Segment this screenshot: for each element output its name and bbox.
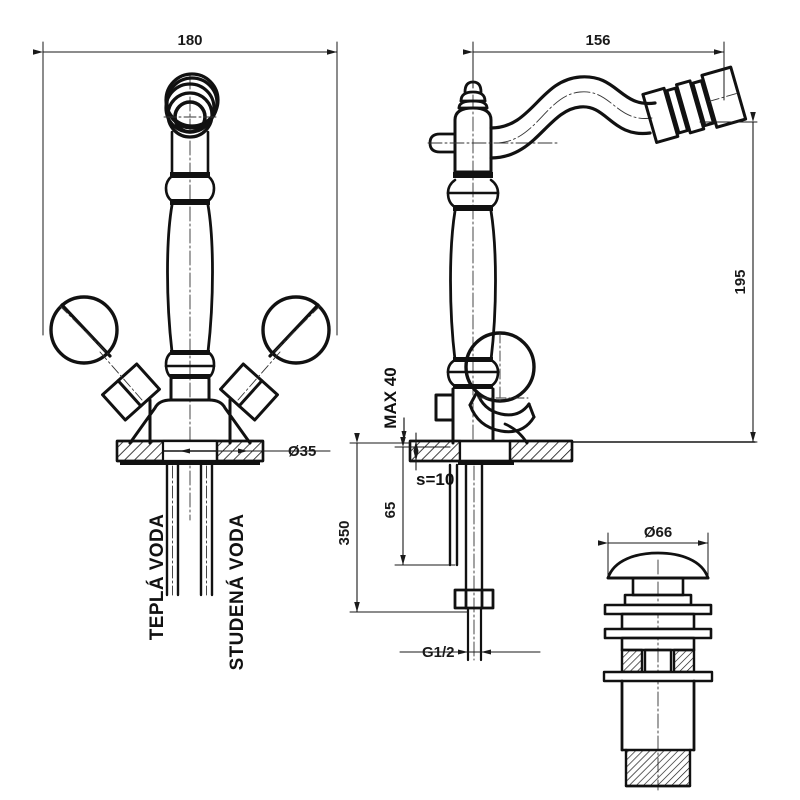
front-supply-hoses	[165, 463, 214, 597]
waste-drain-group	[598, 532, 714, 791]
side-flex-hose	[466, 606, 483, 662]
dim-spout-reach	[463, 41, 725, 101]
side-view-group	[349, 41, 758, 662]
dim-label-thread-size: G1/2	[422, 644, 455, 661]
dim-hose-length	[349, 433, 469, 613]
dim-label-plate-thickness: s=10	[416, 470, 454, 489]
front-neck-band-upper	[170, 172, 210, 178]
front-knob-right[interactable]	[261, 295, 331, 365]
side-shank-nut	[453, 588, 495, 610]
dim-waste-diameter	[598, 532, 709, 576]
side-spout-axis	[494, 91, 653, 144]
dim-overall-width	[33, 41, 338, 336]
dim-label-spout-reach: 156	[585, 32, 610, 49]
label-hot-water: TEPLÁ VODA	[146, 514, 168, 640]
front-neck-band-lower	[170, 199, 210, 205]
front-collar-band-1	[170, 350, 210, 355]
front-lower-collar	[164, 350, 216, 380]
front-hose-centerlines	[172, 465, 207, 596]
front-knob-left[interactable]	[49, 295, 119, 365]
side-upper-collar	[446, 178, 500, 209]
dim-label-waste-diameter: Ø66	[644, 524, 672, 541]
waste-thread-section	[602, 648, 714, 683]
dim-label-hose-length: 350	[336, 520, 353, 545]
front-view-group	[33, 41, 338, 597]
waste-flanges	[603, 593, 713, 652]
front-body-shoulders	[128, 398, 252, 445]
side-lower-band-1	[453, 357, 493, 362]
dim-hole-diameter	[179, 448, 331, 454]
side-collar-band	[453, 205, 493, 211]
waste-tube	[620, 679, 696, 752]
side-hub-band	[453, 172, 493, 178]
dim-label-overall-width: 180	[177, 32, 202, 49]
side-column-body	[449, 209, 497, 362]
label-cold-water: STUDENÁ VODA	[226, 514, 248, 671]
dim-spout-height	[574, 112, 758, 443]
side-shank	[448, 463, 484, 592]
side-spout-arm	[489, 75, 657, 160]
dim-label-shank-length: 65	[382, 502, 399, 519]
front-handle-right	[219, 295, 331, 422]
front-base-block	[169, 377, 211, 402]
dim-plate-thickness	[413, 432, 419, 471]
side-handle[interactable]	[464, 331, 536, 445]
front-spout-neck	[164, 130, 216, 203]
dim-shank-length	[394, 437, 456, 566]
front-column-body	[166, 203, 214, 354]
front-mounting-plate	[115, 439, 265, 465]
waste-bottom-thread	[620, 748, 696, 788]
front-aerator	[164, 72, 220, 139]
side-aerator[interactable]	[641, 65, 748, 144]
dim-label-max-thickness: MAX 40	[381, 367, 400, 428]
front-collar-band-2	[170, 374, 210, 379]
dim-thread-size	[399, 649, 541, 655]
side-lower-collar	[446, 358, 500, 388]
dim-label-hole-diameter: Ø35	[288, 443, 316, 460]
dim-label-spout-height: 195	[732, 269, 749, 294]
front-handle-left	[49, 295, 161, 422]
